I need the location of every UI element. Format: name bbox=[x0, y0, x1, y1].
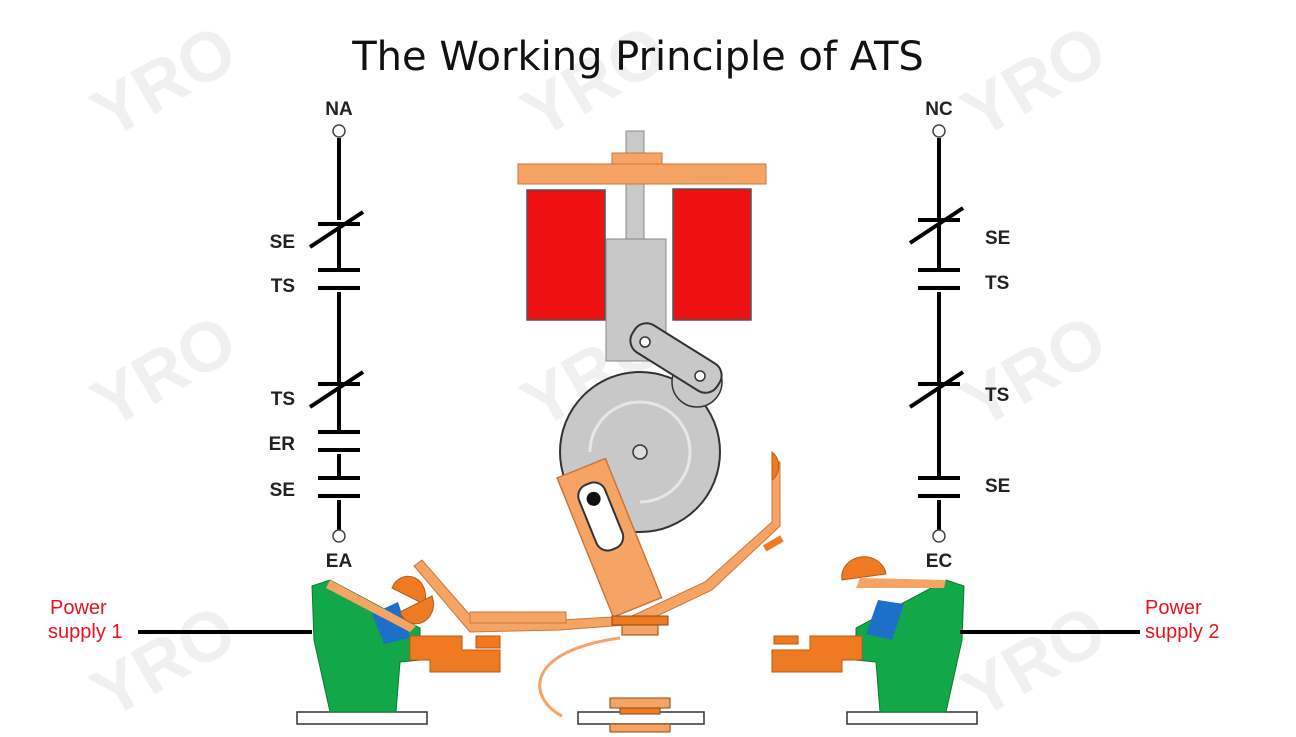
terminal-ea bbox=[332, 529, 346, 543]
arm-right-bar bbox=[631, 461, 781, 625]
terminal-nc bbox=[932, 124, 946, 138]
right-spring-plate bbox=[856, 578, 946, 588]
label-right-se-2: SE bbox=[985, 476, 1010, 497]
link-pin-bottom bbox=[694, 370, 706, 382]
center-base-bolt bbox=[609, 697, 671, 733]
label-left-ts-2: TS bbox=[271, 389, 295, 410]
power-supply-2-label-line1: Power bbox=[1145, 597, 1202, 619]
left-terminal-stub bbox=[475, 635, 501, 649]
power-supply-1-label-line2: supply 1 bbox=[48, 621, 123, 643]
rotor-ring bbox=[588, 400, 692, 504]
right-terminal-stub bbox=[773, 635, 799, 645]
left-switch-block bbox=[296, 575, 501, 725]
terminal-ec bbox=[932, 529, 946, 543]
watermark: YRO bbox=[79, 10, 249, 153]
right-base-plate bbox=[846, 711, 978, 725]
arm-lower-curve bbox=[538, 636, 621, 718]
right-switch-block bbox=[771, 556, 978, 725]
label-left-er: ER bbox=[269, 434, 296, 455]
label-nc: NC bbox=[925, 99, 953, 120]
left-frame bbox=[311, 579, 421, 713]
coil-left bbox=[526, 189, 606, 321]
label-ec: EC bbox=[926, 551, 953, 572]
watermark: YRO bbox=[79, 300, 249, 443]
top-plate bbox=[517, 163, 767, 185]
page-title: The Working Principle of ATS bbox=[351, 34, 924, 80]
lever-pin bbox=[586, 491, 601, 506]
power-supply-2-label-line2: supply 2 bbox=[1145, 621, 1220, 643]
label-right-ts-1: TS bbox=[985, 273, 1009, 294]
right-terminal bbox=[771, 635, 863, 673]
right-contact-dome bbox=[841, 556, 887, 581]
link-pin-top bbox=[639, 336, 651, 348]
coil-right bbox=[672, 188, 752, 321]
terminal-na bbox=[332, 124, 346, 138]
moving-contact-arm bbox=[413, 450, 784, 718]
power-supply-1-label-line1: Power bbox=[50, 597, 107, 619]
left-contact-dome-a bbox=[391, 575, 426, 605]
label-right-se-1: SE bbox=[985, 228, 1010, 249]
left-terminal bbox=[409, 635, 501, 673]
right-control-circuit bbox=[908, 138, 965, 530]
right-contact-dome bbox=[771, 450, 780, 482]
label-left-se-2: SE bbox=[270, 480, 295, 501]
label-na: NA bbox=[325, 99, 353, 120]
label-left-ts-1: TS bbox=[271, 276, 295, 297]
right-frame bbox=[855, 579, 965, 713]
watermark: YRO bbox=[949, 10, 1119, 153]
armature-rod bbox=[625, 130, 645, 242]
rotor-hub bbox=[632, 444, 648, 460]
left-arm-bar-flat bbox=[469, 611, 567, 624]
watermark: YRO bbox=[509, 10, 679, 153]
left-contact-dome-b bbox=[399, 595, 434, 625]
left-spring-plate bbox=[326, 580, 416, 632]
right-insulator bbox=[866, 600, 904, 640]
arm-hub-bolt bbox=[611, 615, 669, 636]
left-control-circuit bbox=[308, 138, 365, 530]
watermark: YRO bbox=[949, 300, 1119, 443]
label-ea: EA bbox=[326, 551, 353, 572]
electromagnet bbox=[517, 130, 767, 362]
label-right-ts-2: TS bbox=[985, 385, 1009, 406]
label-left-se-1: SE bbox=[270, 232, 295, 253]
top-plate-collar bbox=[611, 152, 663, 166]
left-base-plate bbox=[296, 711, 428, 725]
right-arm-tip bbox=[762, 535, 784, 552]
